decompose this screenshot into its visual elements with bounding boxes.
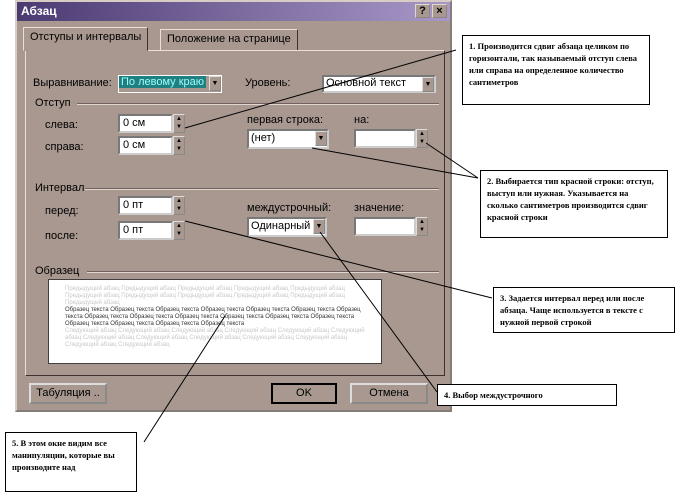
first-line-select[interactable]: (нет) ▼ [247, 129, 329, 149]
alignment-select[interactable]: По левому краю ▼ [118, 75, 222, 93]
help-button[interactable]: ? [415, 4, 430, 18]
indent-left-input[interactable]: 0 см [118, 114, 173, 133]
level-label: Уровень: [245, 77, 291, 89]
sample-preview: Предыдущий абзац Предыдущий абзац Предыд… [48, 279, 382, 364]
before-spinner[interactable]: ▲▼ [173, 196, 185, 215]
indent-left-label: слева: [45, 119, 78, 131]
close-button[interactable]: × [432, 4, 447, 18]
before-label: перед: [45, 205, 79, 217]
paragraph-dialog: Абзац ? × Отступы и интервалы Положение … [15, 0, 452, 412]
callout-1: 1. Производится сдвиг абзаца целиком по … [462, 35, 650, 105]
callout-4: 4. Выбор междустрочного [437, 384, 617, 406]
line-spacing-label: междустрочный: [247, 202, 332, 214]
tabs-button[interactable]: Табуляция .. [29, 383, 107, 404]
preview-sample-text: Образец текста Образец текста Образец те… [65, 307, 361, 327]
before-input[interactable]: 0 пт [118, 196, 173, 215]
callout-line-5 [143, 315, 226, 443]
indent-right-input[interactable]: 0 см [118, 136, 173, 155]
cancel-button[interactable]: Отмена [350, 383, 428, 404]
callout-line-3 [184, 220, 493, 299]
alignment-value: По левому краю [119, 76, 206, 88]
after-spinner[interactable]: ▲▼ [173, 221, 185, 240]
callout-line-1 [184, 49, 457, 129]
indent-section-title: Отступ [35, 97, 71, 109]
callout-5: 5. В этом окне видим все манипуляции, ко… [5, 432, 137, 492]
indent-left-spinner[interactable]: ▲▼ [173, 114, 185, 133]
callout-line-2a [311, 147, 479, 179]
after-label: после: [45, 230, 79, 242]
divider [85, 188, 439, 190]
by-spinner[interactable]: ▲▼ [416, 129, 428, 148]
tab-page-position[interactable]: Положение на странице [160, 29, 298, 51]
chevron-down-icon[interactable]: ▼ [313, 219, 325, 234]
first-line-label: первая строка: [247, 114, 324, 126]
by-label: на: [354, 114, 370, 126]
line-spacing-value: Одинарный [251, 220, 311, 232]
callout-line-2b [425, 142, 479, 179]
at-spinner[interactable]: ▲▼ [416, 217, 428, 236]
dialog-title: Абзац [21, 4, 57, 18]
chevron-down-icon[interactable]: ▼ [209, 76, 221, 91]
indent-right-spinner[interactable]: ▲▼ [173, 136, 185, 155]
preview-previous-paragraph: Предыдущий абзац Предыдущий абзац Предыд… [65, 286, 345, 306]
at-label: значение: [354, 202, 405, 214]
divider [87, 271, 439, 273]
ok-button[interactable]: OK [271, 383, 337, 404]
at-input[interactable] [354, 217, 416, 236]
level-select[interactable]: Основной текст ▼ [322, 75, 436, 93]
spacing-section-title: Интервал [35, 182, 85, 194]
by-input[interactable] [354, 129, 416, 148]
alignment-label: Выравнивание: [33, 77, 112, 89]
callout-3: 3. Задается интервал перед или после абз… [493, 287, 675, 333]
callout-line-4 [319, 231, 438, 393]
divider [77, 103, 439, 105]
line-spacing-select[interactable]: Одинарный ▼ [247, 217, 327, 237]
indent-right-label: справа: [45, 141, 84, 153]
after-input[interactable]: 0 пт [118, 221, 173, 240]
chevron-down-icon[interactable]: ▼ [422, 77, 434, 92]
chevron-down-icon[interactable]: ▼ [315, 131, 327, 146]
tab-indents-spacing[interactable]: Отступы и интервалы [23, 27, 149, 51]
callout-2: 2. Выбирается тип красной строки: отступ… [480, 170, 668, 238]
level-value: Основной текст [326, 77, 406, 89]
first-line-value: (нет) [251, 132, 276, 144]
tab-panel [25, 50, 445, 376]
sample-section-title: Образец [35, 265, 80, 277]
title-bar: Абзац ? × [17, 2, 450, 21]
